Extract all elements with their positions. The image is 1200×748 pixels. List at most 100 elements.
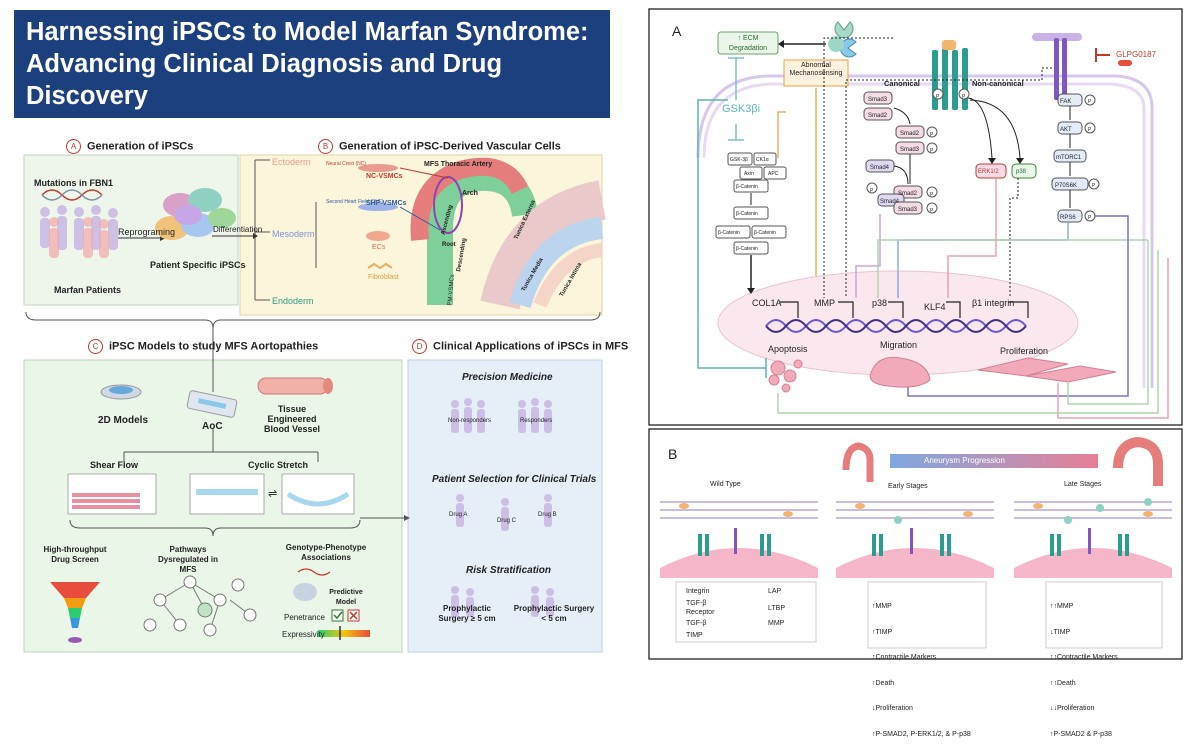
shf-label: Second Heart Field (SHF) (326, 199, 384, 205)
legend-ltbp: LTBP (768, 605, 785, 612)
beta-catenin-label-3: β-Catenin (718, 230, 740, 236)
b1-integrin-label: β1 integrin (972, 298, 1015, 308)
smad3-label-2: Smad3 (900, 147, 920, 153)
late-item: ↑↑Death (1050, 679, 1076, 687)
gsk3bi-label: GSK3βi (722, 103, 761, 115)
early-item: ↑TIMP (872, 628, 893, 636)
early-item: ↑Contractile Markers (872, 654, 937, 661)
differentiation-label: Differentiation (213, 225, 263, 234)
shf-vsmcs-label: SHF-VSMCs (366, 200, 407, 207)
arch-label: Arch (462, 190, 478, 197)
legend-timp: TIMP (686, 632, 703, 639)
early-item: ↑Death (872, 679, 895, 687)
left-figure-canvas: ⇌ (23, 154, 607, 653)
legend-tgf: TGF-β (686, 620, 707, 627)
right-figure-canvas (648, 8, 1183, 660)
panel-c-heading-text: iPSC Models to study MFS Aortopathies (109, 340, 319, 353)
fibroblast-label: Fibroblast (368, 274, 399, 281)
early-stages-label: Early Stages (888, 483, 928, 490)
ck1a-label: CK1α (756, 157, 769, 163)
pathways-label: Pathways Dysregulated in MFS (157, 545, 218, 574)
patient-ipscs-label: Patient Specific iPSCs (150, 260, 246, 270)
non-responders-label: Non-responders (448, 418, 492, 424)
smad3-label-1: Smad3 (868, 97, 888, 103)
beta-catenin-label-5: β-Catenin (736, 246, 758, 252)
smad4-label-1: Smad4 (870, 165, 890, 171)
root-label: Root (442, 242, 456, 248)
mtorc1-label: mTORC1 (1056, 155, 1082, 161)
panel-b-heading-text: Generation of iPSC-Derived Vascular Cell… (339, 140, 561, 153)
late-item: ↑P-SMAD2 & P-p38 (1050, 730, 1112, 738)
neural-crest-label: Neural Crest (NC) (326, 161, 367, 167)
panel-d-letter: D (412, 339, 427, 354)
reprogramming-label: Reprograming (118, 227, 176, 237)
expressivity-label: Expressivity (282, 630, 325, 639)
right-b-letter: B (668, 446, 678, 462)
p38-gene-label: p38 (872, 298, 888, 308)
marfan-patients-label: Marfan Patients (54, 285, 122, 295)
late-list: ↑↑MMP ↓TIMP ↑↑Contractile Markers ↑↑Deat… (1050, 586, 1118, 748)
legend-integrin: Integrin (686, 588, 710, 595)
ecm-degradation-label: ↑ ECM Degradation (728, 35, 768, 52)
risk-stratification-label: Risk Stratification (466, 565, 552, 576)
p38-node-label: p38 (1016, 169, 1027, 175)
axin-label: Axin (744, 171, 754, 177)
aoc-label: AoC (202, 421, 223, 432)
mmp-gene-label: MMP (814, 298, 835, 308)
glpg-label: GLPG0187 (1116, 50, 1157, 59)
models-2d-label: 2D Models (98, 415, 149, 426)
beta-catenin-label-4: β-Catenin (754, 230, 776, 236)
penetrance-label: Penetrance (284, 613, 325, 622)
patient-selection-label: Patient Selection for Clinical Trials (432, 474, 597, 485)
right-a-letter: A (672, 23, 682, 39)
late-item: ↓TIMP (1050, 628, 1071, 636)
late-item: ↑↑MMP (1050, 603, 1074, 610)
panel-a-heading-text: Generation of iPSCs (87, 140, 194, 153)
erk-label: ERK1/2 (978, 169, 999, 175)
drug-screen-label: High-throughput Drug Screen (43, 545, 107, 564)
smad2-label-3: Smad2 (898, 191, 918, 197)
svg-text:⇌: ⇌ (268, 488, 277, 500)
figure-title: Harnessing iPSCs to Model Marfan Syndrom… (26, 18, 589, 110)
p-label-4: P (930, 208, 934, 214)
beta-catenin-label-2: β-Catenin (736, 211, 758, 217)
smad3-label-3: Smad3 (898, 207, 918, 213)
endoderm-label: Endoderm (272, 296, 314, 306)
tissue-vessel-label: Tissue Engineered Blood Vessel (263, 404, 321, 434)
legend-mmp: MMP (768, 620, 785, 627)
drug-c-label: Drug C (497, 518, 517, 524)
p-label-5: P (870, 188, 874, 194)
early-item: ↓Proliferation (872, 705, 913, 712)
apoptosis-label: Apoptosis (768, 344, 808, 354)
canonical-label: Canonical (884, 79, 920, 88)
early-list: ↑MMP ↑TIMP ↑Contractile Markers ↑Death ↓… (872, 586, 971, 748)
p-label-2: P (930, 148, 934, 154)
migration-label: Migration (880, 340, 918, 350)
panel-a-letter: A (66, 139, 81, 154)
p-label-8: P (1088, 99, 1092, 105)
smad2-label-2: Smad2 (900, 131, 920, 137)
panel-a-heading: A Generation of iPSCs (66, 139, 193, 154)
aneurysm-progression-label: Aneurysm Progression (924, 456, 1005, 465)
nc-vsmcs-label: NC-VSMCs (366, 173, 403, 180)
ecs-label: ECs (372, 244, 386, 251)
smad4-label-2: Smad4 (880, 199, 900, 205)
p-label-6: P (936, 94, 940, 100)
panel-d-heading-text: Clinical Applications of iPSCs in MFS (433, 340, 629, 353)
abnormal-mechano-label: Abnormal Mechanosensing (789, 62, 843, 77)
responders-label: Responders (520, 418, 553, 424)
beta-catenin-label-1: β-Catenin (736, 184, 758, 190)
ectoderm-label: Ectoderm (272, 157, 311, 167)
late-item: ↑↑Contractile Markers (1050, 654, 1118, 661)
wild-type-label: Wild Type (710, 481, 741, 488)
rps6-label: RPS6 (1060, 215, 1076, 221)
col1a-label: COL1A (752, 298, 782, 308)
fak-label: FAK (1060, 99, 1072, 105)
p-label-10: P (1092, 183, 1096, 189)
cyclic-stretch-label: Cyclic Stretch (248, 460, 309, 470)
smad2-label-1: Smad2 (868, 113, 888, 119)
title-banner (14, 10, 610, 118)
genotype-label: Genotype-Phenotype Associations (285, 543, 367, 562)
